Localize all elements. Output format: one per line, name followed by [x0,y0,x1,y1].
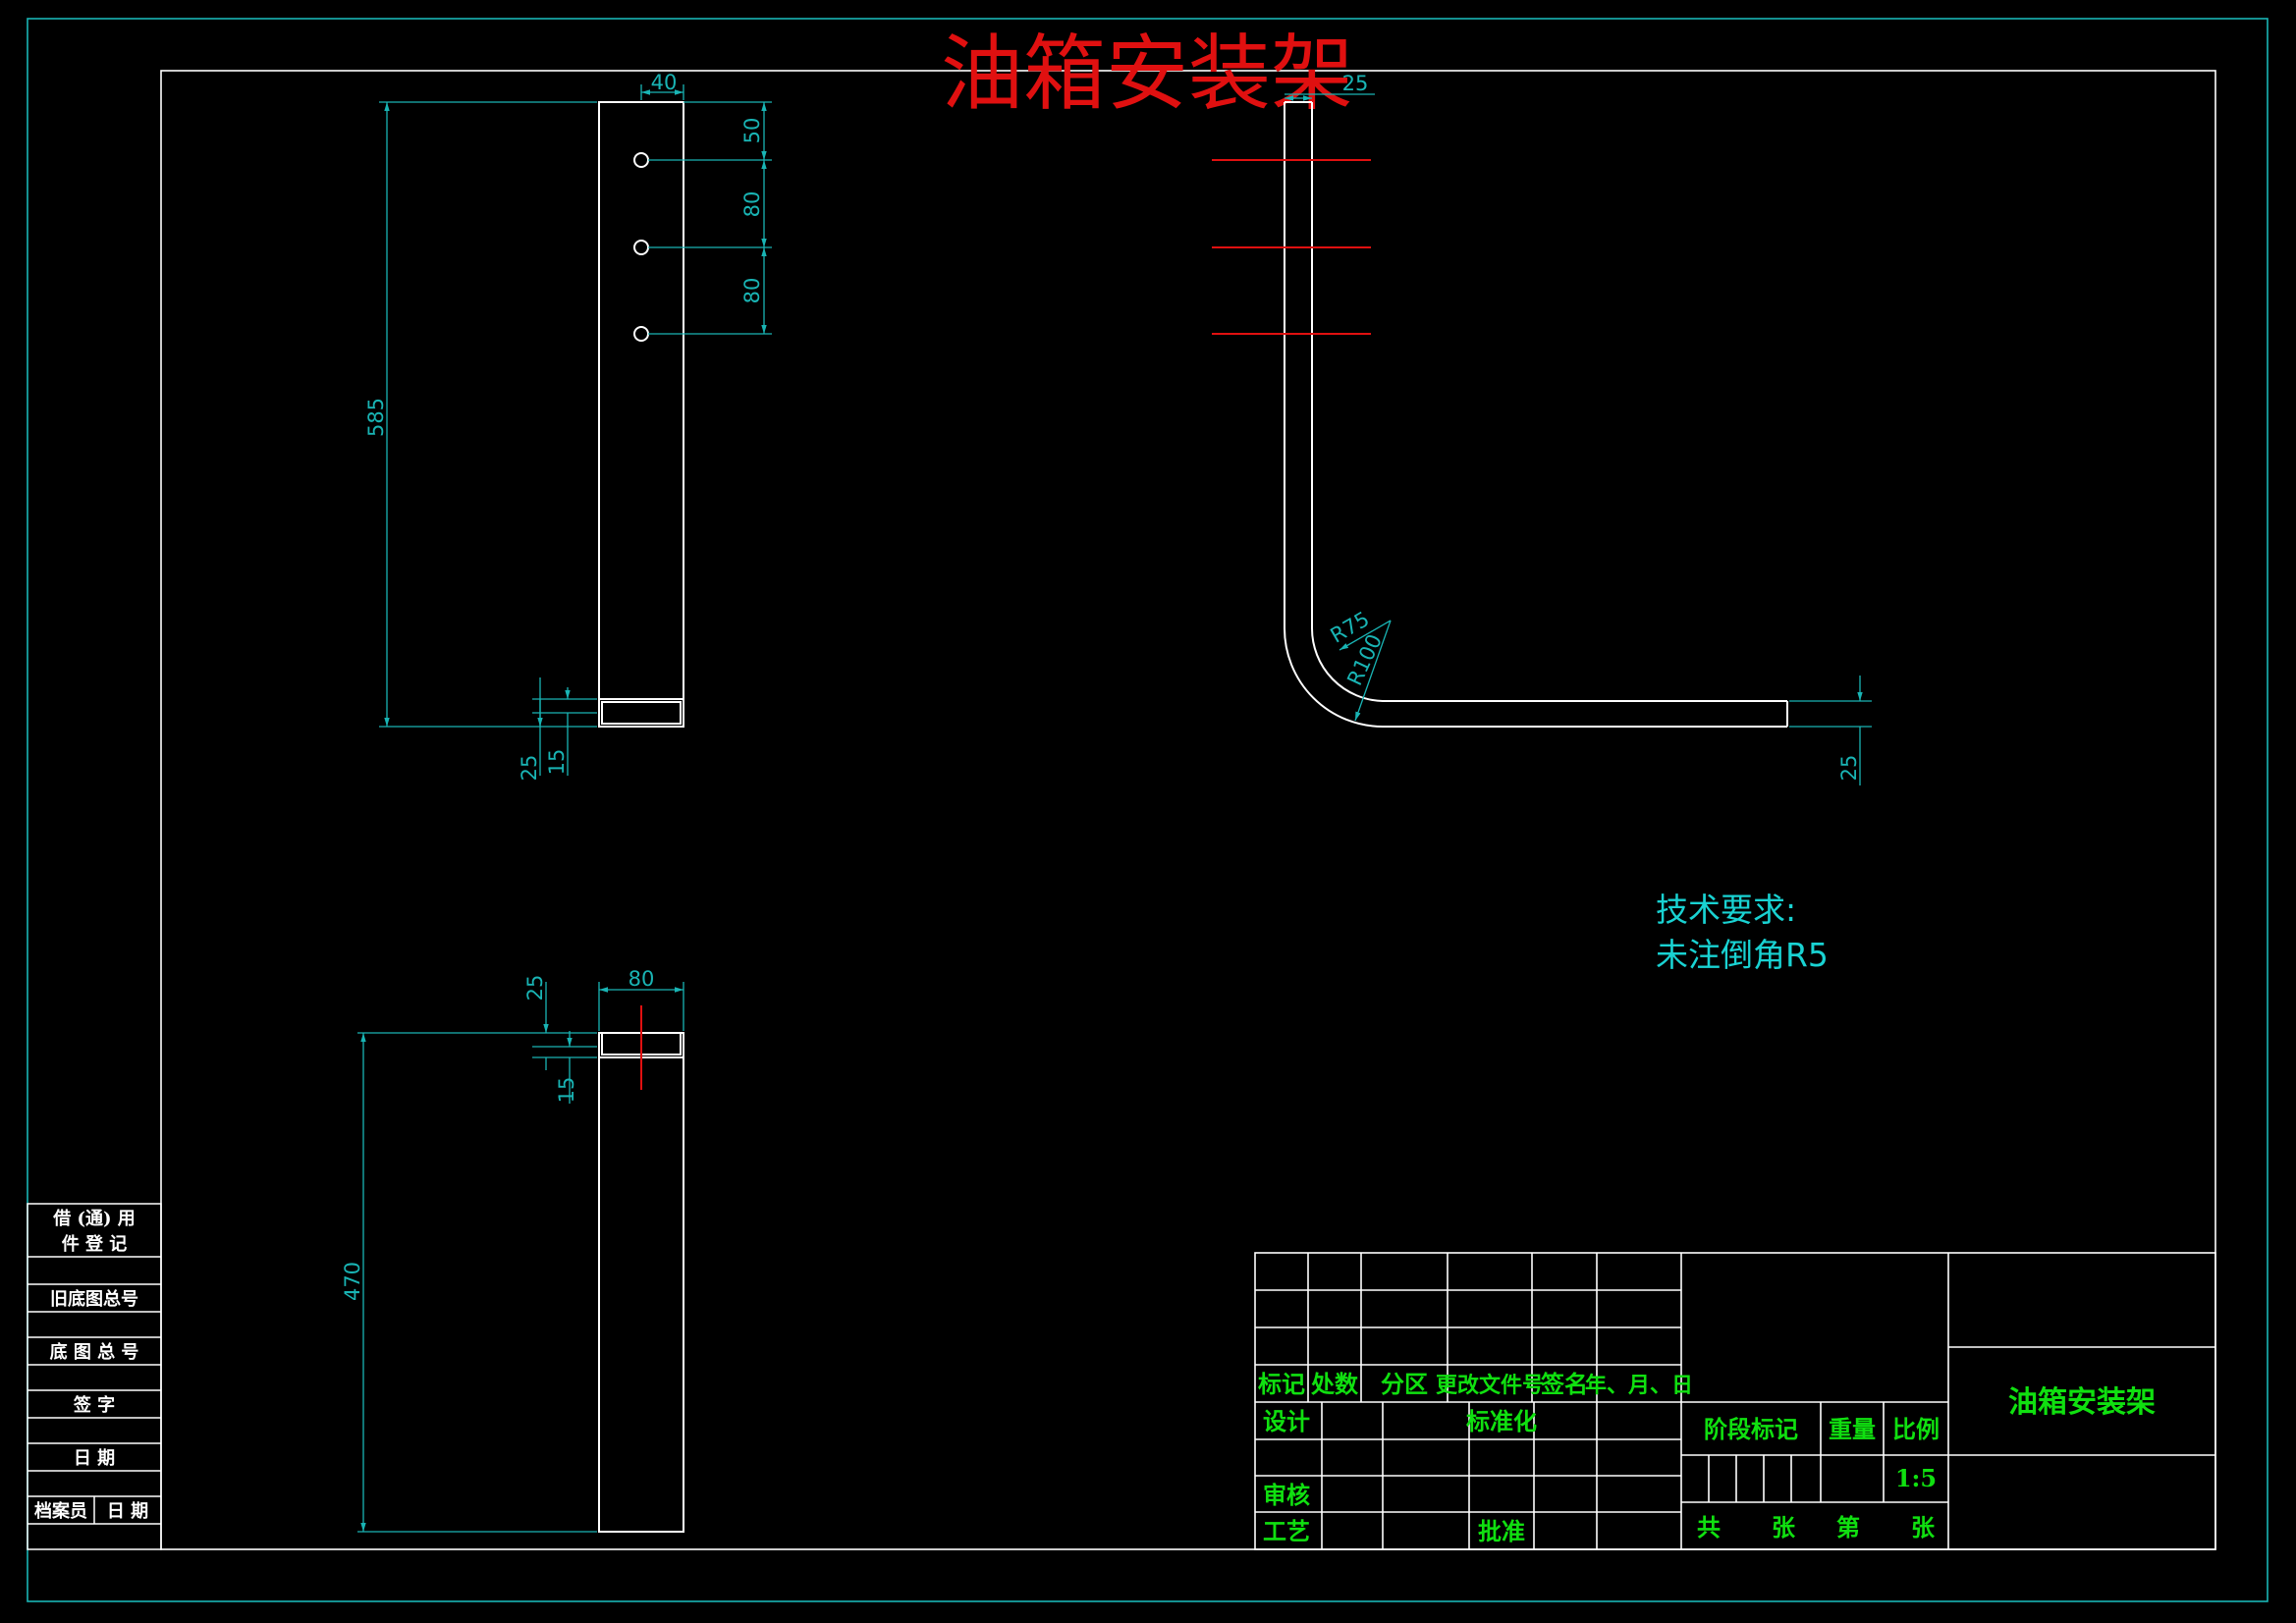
sidebar-row1b: 件 登 记 [62,1233,128,1255]
tb-design: 设计 [1263,1407,1310,1435]
tb-scale-value: 1:5 [1895,1464,1937,1492]
tb-review: 审核 [1263,1481,1310,1509]
sidebar-row6b: 日 期 [107,1501,148,1522]
tb-col-count: 处数 [1310,1370,1359,1398]
tb-col-zone: 分区 [1381,1370,1428,1398]
tb-col-mark: 标记 [1258,1370,1305,1398]
dim-15-b: 15 [555,1077,578,1104]
dim-80-width: 80 [629,967,655,991]
tb-sheets1: 张 [1772,1513,1796,1542]
sidebar-row2: 旧底图总号 [50,1288,138,1310]
dim-25-foot: 25 [1837,755,1861,782]
dim-25-side: 25 [1342,72,1369,95]
title-block [1254,1252,2216,1550]
dim-585: 585 [364,398,388,437]
hole-1 [633,152,649,168]
dim-470: 470 [341,1262,364,1301]
sidebar-labels: 借 (通) 用 件 登 记 旧底图总号 底 图 总 号 签 字 日 期 档案员 … [34,1208,148,1522]
view-bottom-left-labels: 80 25 15 470 [341,967,654,1301]
tb-scale-label: 比例 [1892,1415,1940,1443]
view-side [1212,101,1788,728]
technical-notes: 技术要求: 未注倒角R5 [1656,891,1829,974]
dim-25-b: 25 [523,975,547,1001]
dim-25: 25 [518,755,541,782]
sidebar-register [27,1203,162,1550]
drawing-frame [27,18,2269,1602]
title-block-labels: 标记 处数 分区 更改文件号 签名 年、月、日 设计 标准化 审核 工艺 批准 … [1258,1370,2156,1545]
tb-number: 第 [1836,1513,1860,1542]
tb-col-doc: 更改文件号 [1436,1373,1544,1398]
bar-outline-2 [598,1032,684,1533]
sidebar-row5: 日 期 [74,1448,115,1469]
hole-3 [633,326,649,342]
view-side-labels: 25 R75 R100 25 [1327,72,1861,781]
dim-15: 15 [545,749,569,776]
bent-bar-outer [1284,102,1787,728]
sidebar-row3: 底 图 总 号 [50,1341,139,1363]
bar-outline [598,101,684,728]
view-bottom-left-dimensions [357,982,684,1533]
tb-total: 共 [1697,1513,1721,1542]
dim-80-b: 80 [740,278,764,304]
dim-50: 50 [740,118,764,144]
tb-stage: 阶段标记 [1704,1415,1798,1443]
sidebar-row6a: 档案员 [34,1500,87,1522]
view-top-left [598,101,684,728]
view-bottom-left [598,1005,684,1533]
view-top-left-labels: 40 50 80 80 585 25 15 [364,71,764,781]
sidebar-row1a: 借 (通) 用 [52,1208,136,1229]
tb-standard: 标准化 [1466,1407,1537,1435]
tb-col-date: 年、月、日 [1585,1373,1693,1398]
tb-sheets2: 张 [1911,1513,1936,1542]
tb-approve: 批准 [1478,1517,1525,1545]
notes-line1: 未注倒角R5 [1656,936,1829,974]
dim-40: 40 [651,71,678,94]
dim-80-a: 80 [740,191,764,218]
view-side-dimensions [1285,93,1872,785]
tb-weight: 重量 [1829,1415,1876,1443]
tb-part-name: 油箱安装架 [2008,1385,2156,1420]
notes-heading: 技术要求: [1656,891,1796,929]
tube-section [601,701,682,725]
drawing-title: 油箱安装架 [941,26,1353,122]
view-top-left-dimensions [379,84,772,776]
sidebar-row4: 签 字 [73,1394,115,1416]
bent-bar-inner [1311,102,1787,702]
tb-col-sign: 签名 [1540,1370,1588,1398]
hole-2 [633,240,649,255]
tb-process: 工艺 [1263,1517,1310,1545]
